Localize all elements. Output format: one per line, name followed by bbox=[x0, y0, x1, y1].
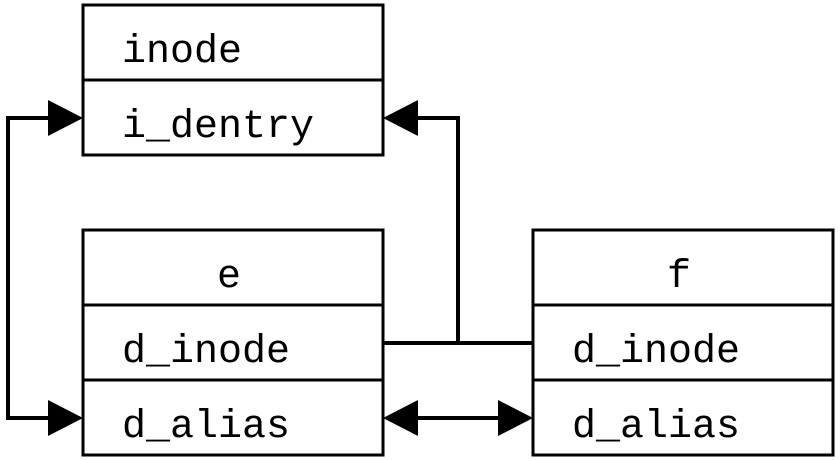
d-alias-link-connector bbox=[383, 400, 533, 436]
dentry-e-d-inode-field: d_inode bbox=[122, 330, 290, 375]
arrow-into-f-alias-row bbox=[498, 400, 533, 436]
dentry-f-box-frame bbox=[531, 228, 835, 457]
dentry-e-box-frame bbox=[81, 228, 385, 457]
arrow-into-e-d-alias bbox=[48, 400, 83, 436]
dentry-f-box: f d_inode d_alias bbox=[531, 228, 835, 457]
dentry-e-d-alias-field: d_alias bbox=[122, 405, 290, 450]
dentry-f-title: f bbox=[667, 255, 691, 300]
dentry-e-box: e d_inode d_alias bbox=[81, 228, 385, 457]
d-inode-riser-line bbox=[416, 116, 460, 343]
dentry-e-title: e bbox=[217, 255, 241, 300]
inode-box-title: inode bbox=[122, 30, 242, 75]
dentry-f-d-inode-field: d_inode bbox=[572, 330, 740, 375]
arrow-into-inode-box bbox=[383, 100, 418, 136]
inode-i-dentry-field: i_dentry bbox=[122, 105, 314, 150]
inode-box: inode i_dentry bbox=[81, 3, 385, 157]
arrow-into-e-alias-row bbox=[383, 400, 418, 436]
left-loop-line bbox=[6, 116, 50, 420]
i-dentry-to-d-alias-connector bbox=[6, 100, 83, 436]
dentry-f-d-alias-field: d_alias bbox=[572, 405, 740, 450]
arrow-into-i-dentry bbox=[48, 100, 83, 136]
d-inode-to-inode-connector bbox=[383, 100, 533, 345]
